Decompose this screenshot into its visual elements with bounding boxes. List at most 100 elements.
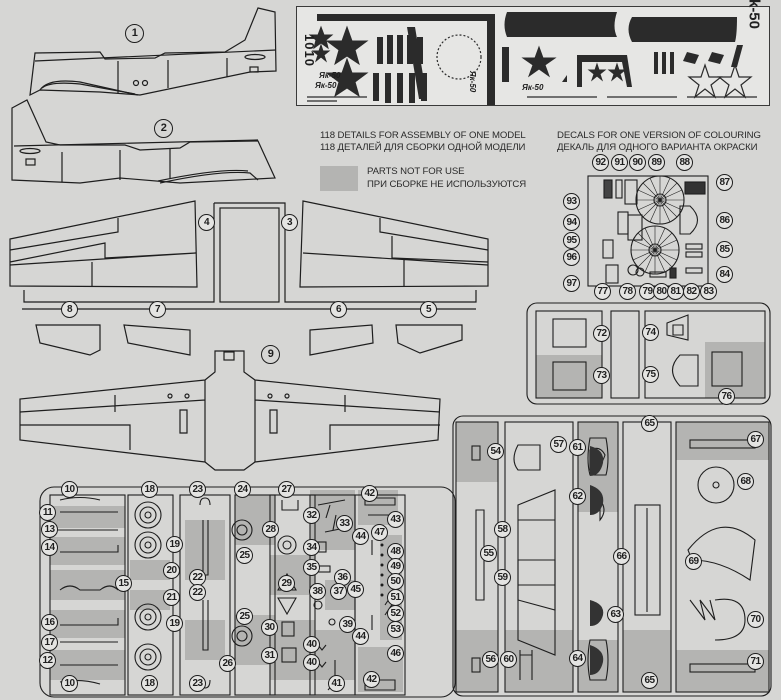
part-callout-87: 87 [716,174,733,191]
part-callout-95: 95 [563,232,580,249]
decal-script-1: Як-50 [319,71,341,80]
star-decal [587,62,607,82]
decal-script-3: Як-50 [522,83,544,92]
part-callout-37: 37 [330,583,347,600]
part-callout-58: 58 [494,521,511,538]
part-callout-94: 94 [563,214,580,231]
part-callout-24: 24 [234,481,251,498]
part-callout-57: 57 [550,436,567,453]
part-callout-44b: 44 [352,628,369,645]
part-callout-77: 77 [594,283,611,300]
part-callout-5: 5 [420,301,437,318]
part-callout-43: 43 [387,511,404,528]
part-callout-41: 41 [328,675,345,692]
decal-tail-code: 1010 [302,34,317,67]
part-callout-10: 10 [61,481,78,498]
part-callout-55: 55 [480,545,497,562]
star-decal [308,25,334,50]
part-callout-18b: 18 [141,675,158,692]
part-callout-59: 59 [494,569,511,586]
star-decal [607,62,627,82]
decals-note-en: DECALS FOR ONE VERSION OF COLOURING [557,130,761,141]
part-callout-35: 35 [303,559,320,576]
part-callout-10b: 10 [61,675,78,692]
part-callout-51: 51 [387,589,404,606]
part-callout-92: 92 [592,154,609,171]
part-callout-16: 16 [41,614,58,631]
part-callout-86: 86 [716,212,733,229]
part-callout-54: 54 [487,443,504,460]
part-callout-45: 45 [347,581,364,598]
star-outline-decal [687,63,723,99]
stabilizer-3 [299,200,489,288]
unused-parts-swatch [320,166,358,191]
star-decal [311,43,331,63]
details-count-ru: 118 ДЕТАЛЕЙ ДЛЯ СБОРКИ ОДНОЙ МОДЕЛИ [320,142,526,153]
part-callout-72: 72 [593,325,610,342]
part-callout-85: 85 [716,241,733,258]
part-callout-3: 3 [281,214,298,231]
part-callout-83: 83 [700,283,717,300]
elevator-6 [309,324,374,356]
part-callout-70: 70 [747,611,764,628]
part-callout-23: 23 [189,481,206,498]
part-callout-22b: 22 [189,584,206,601]
part-callout-20: 20 [163,562,180,579]
part-callout-67: 67 [747,431,764,448]
part-callout-34: 34 [303,539,320,556]
part-callout-65: 65 [641,415,658,432]
part-callout-53: 53 [387,621,404,638]
part-callout-14: 14 [41,539,58,556]
part-callout-60: 60 [500,651,517,668]
part-callout-38: 38 [309,583,326,600]
part-callout-42: 42 [361,485,378,502]
star-decal [325,57,369,98]
fuselage-half-1 [29,7,277,97]
legend-ru: ПРИ СБОРКЕ НЕ ИСПОЛЬЗУЮТСЯ [367,179,527,190]
part-callout-80: 80 [653,283,670,300]
part-callout-52: 52 [387,605,404,622]
part-callout-4: 4 [198,214,215,231]
part-callout-27: 27 [278,481,295,498]
decal-sheet: 1010 Як-50 Як-50 Як-50 Як-50 Yak-50 [296,0,770,106]
part-callout-68: 68 [737,473,754,490]
part-callout-65b: 65 [641,672,658,689]
part-callout-56: 56 [482,651,499,668]
part-callout-40: 40 [303,636,320,653]
decals-note-ru: ДЕКАЛЬ ДЛЯ ОДНОГО ВАРИАНТА ОКРАСКИ [557,142,758,153]
part-callout-96: 96 [563,249,580,266]
part-callout-26: 26 [219,655,236,672]
part-callout-40b: 40 [303,654,320,671]
part-callout-21: 21 [163,589,180,606]
part-callout-2: 2 [154,119,173,138]
part-callout-9: 9 [261,345,280,364]
part-callout-74: 74 [642,324,659,341]
elevator-7 [123,324,191,356]
details-count-en: 118 DETAILS FOR ASSEMBLY OF ONE MODEL [320,130,526,141]
part-callout-76: 76 [718,388,735,405]
part-callout-25b: 25 [236,608,253,625]
part-callout-42b: 42 [363,671,380,688]
decal-script-4: Як-50 [468,70,478,93]
part-callout-13: 13 [41,521,58,538]
part-callout-33: 33 [336,515,353,532]
part-callout-31: 31 [261,647,278,664]
wheels [134,501,253,671]
part-callout-11: 11 [39,504,56,521]
part-callout-93: 93 [563,193,580,210]
part-callout-89: 89 [648,154,665,171]
part-callout-50: 50 [387,573,404,590]
part-callout-30: 30 [261,619,278,636]
part-callout-79: 79 [639,283,656,300]
part-callout-73: 73 [593,367,610,384]
part-callout-17: 17 [41,634,58,651]
part-callout-61: 61 [569,439,586,456]
part-callout-6: 6 [330,301,347,318]
part-callout-18: 18 [141,481,158,498]
stabilizer-sprue [22,202,477,310]
part-callout-64: 64 [569,650,586,667]
decal-script-2: Як-50 [315,81,337,90]
model-name-decal: Yak-50 [746,0,763,29]
elevator-5 [395,324,463,354]
part-callout-62: 62 [569,488,586,505]
